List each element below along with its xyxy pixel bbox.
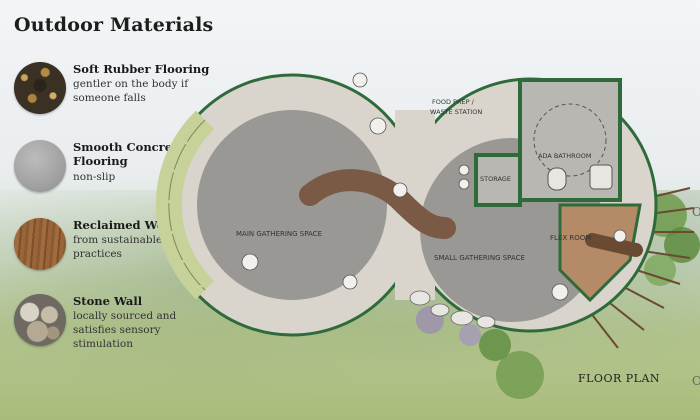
label-flex-room: FLEX ROOM bbox=[550, 234, 591, 242]
sink-icon bbox=[547, 167, 567, 191]
concrete-swatch-icon bbox=[14, 140, 66, 192]
label-food-prep: FOOD PREP / bbox=[432, 98, 475, 106]
material-name: Stone Wall bbox=[73, 294, 143, 308]
storage-room bbox=[474, 153, 522, 207]
turning-radius bbox=[533, 103, 607, 177]
label-small-gathering: SMALL GATHERING SPACE bbox=[434, 254, 525, 262]
material-description: locally sourced and satisfies sensory st… bbox=[73, 310, 177, 350]
rubber-swatch-icon bbox=[14, 62, 66, 114]
bench-segments bbox=[168, 119, 206, 291]
flex-bench bbox=[585, 233, 643, 257]
flex-room bbox=[558, 203, 642, 303]
material-reclaimed-wood: Reclaimed Wood from sustainable business… bbox=[14, 218, 214, 274]
material-smooth-concrete: Smooth Concrete Flooring non-slip bbox=[14, 140, 214, 196]
cropped-letter: O bbox=[692, 374, 700, 388]
material-stone-wall: Stone Wall locally sourced and satisfies… bbox=[14, 294, 214, 350]
stone-swatch-icon bbox=[14, 294, 66, 346]
floor-plan-caption: FLOOR PLAN bbox=[578, 372, 661, 385]
wood-swatch-icon bbox=[14, 218, 66, 270]
page-title: Outdoor Materials bbox=[14, 14, 214, 36]
seating bbox=[241, 72, 627, 301]
label-storage: STORAGE bbox=[480, 175, 511, 183]
cropped-letter: O bbox=[692, 205, 700, 219]
label-ada-bathroom: ADA BATHROOM bbox=[538, 152, 591, 160]
toilet-icon bbox=[589, 164, 613, 190]
material-name: Reclaimed Wood bbox=[73, 218, 180, 232]
material-name: Soft Rubber Flooring bbox=[73, 62, 210, 76]
wood-walkway bbox=[299, 169, 456, 239]
material-name: Smooth Concrete Flooring bbox=[73, 140, 185, 168]
material-description: non-slip bbox=[73, 171, 116, 183]
main-gathering-floor bbox=[197, 110, 387, 300]
material-description: gentler on the body if someone falls bbox=[73, 78, 189, 104]
material-soft-rubber: Soft Rubber Flooring gentler on the body… bbox=[14, 62, 214, 118]
label-waste-station: WASTE STATION bbox=[430, 108, 482, 116]
label-main-gathering: MAIN GATHERING SPACE bbox=[236, 230, 322, 238]
stone-wall bbox=[409, 290, 496, 329]
